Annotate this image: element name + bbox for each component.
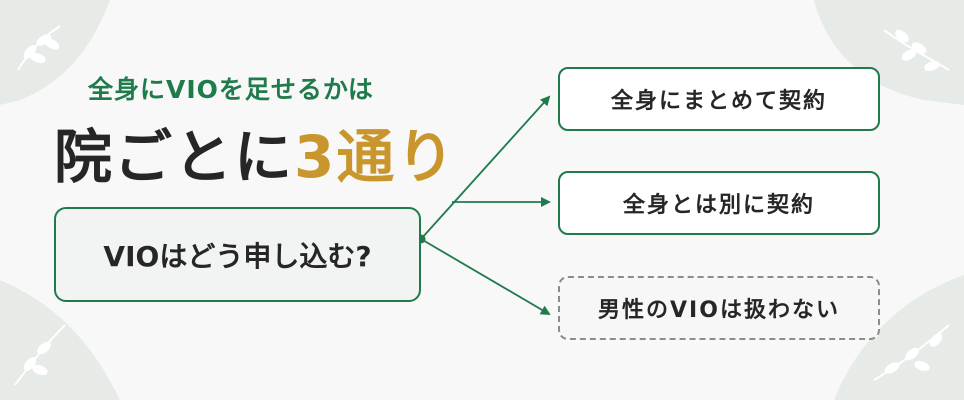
option-label: 男性のVIOは扱わない bbox=[598, 298, 840, 323]
option-box-not-offered: 男性のVIOは扱わない bbox=[558, 276, 880, 340]
option-box-separate-contract: 全身とは別に契約 bbox=[558, 171, 880, 235]
leaf-sprig-icon bbox=[883, 29, 950, 72]
subtitle: 全身にVIOを足せるかは bbox=[88, 75, 374, 104]
leaf-sprig-icon bbox=[14, 324, 66, 386]
option-label: 全身にまとめて契約 bbox=[610, 89, 827, 114]
source-question-box: VIOはどう申し込む? bbox=[54, 207, 421, 302]
leaf-sprig-icon bbox=[873, 324, 950, 381]
option-label: 全身とは別に契約 bbox=[622, 193, 815, 218]
corner-decoration-bottom-right bbox=[834, 275, 964, 400]
leaf-sprig-icon bbox=[17, 25, 61, 71]
page-title: 院ごとに3通り bbox=[54, 110, 456, 194]
arrow-to-option-1 bbox=[420, 95, 551, 240]
corner-decoration-top-left bbox=[0, 0, 110, 105]
corner-decoration-bottom-left bbox=[0, 280, 120, 400]
arrow-to-option-3 bbox=[420, 238, 551, 316]
source-question-label: VIOはどう申し込む? bbox=[103, 239, 372, 273]
title-main: 院ごとに bbox=[54, 123, 295, 191]
option-box-combined-contract: 全身にまとめて契約 bbox=[558, 67, 880, 131]
corner-decoration-top-right bbox=[814, 0, 964, 105]
title-accent: 3通り bbox=[294, 123, 457, 191]
